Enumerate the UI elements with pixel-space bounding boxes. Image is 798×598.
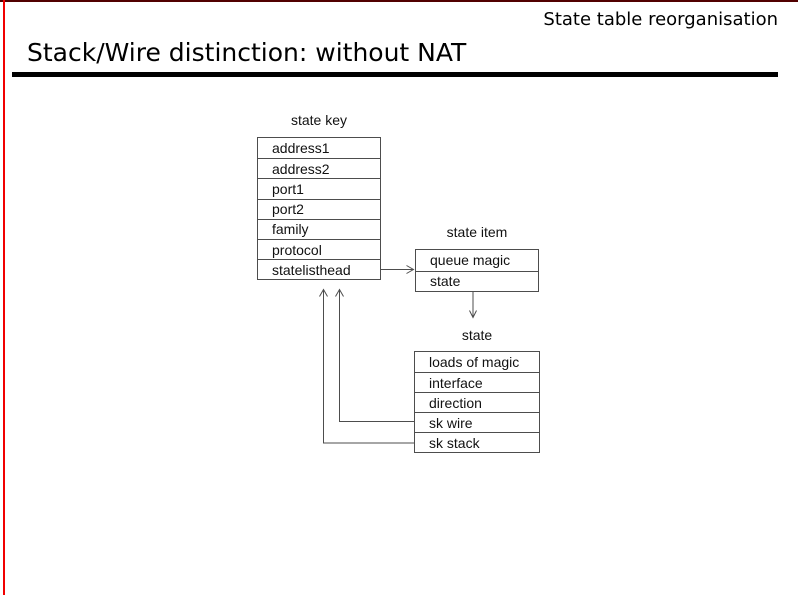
table-row: address2 [258, 158, 380, 178]
arrow-statelisthead-to-state-item [381, 265, 415, 274]
arrow-sk-wire-to-state-key [335, 288, 414, 422]
table-row: port1 [258, 178, 380, 198]
table-row: sk wire [415, 412, 539, 432]
arrow-state-item-to-state [469, 291, 477, 319]
arrow-sk-stack-to-state-key [319, 288, 414, 444]
table-row: state [416, 270, 538, 292]
table-row: sk stack [415, 432, 539, 452]
slide-left-accent-bar [3, 0, 5, 595]
slide-title: Stack/Wire distinction: without NAT [27, 38, 467, 67]
table-row: protocol [258, 238, 380, 259]
state-item-table-label: state item [446, 224, 508, 240]
table-row: loads of magic [429, 354, 520, 370]
state-key-table-label: state key [290, 112, 348, 128]
table-row: interface [415, 372, 539, 392]
table-row: family [258, 218, 380, 239]
table-row: address1 [272, 140, 330, 157]
table-row: port2 [258, 198, 380, 219]
presentation-title: State table reorganisation [543, 9, 778, 30]
title-rule [12, 72, 778, 77]
table-row: statelisthead [258, 259, 380, 279]
table-row: queue magic [430, 252, 511, 269]
table-row: direction [415, 392, 539, 412]
slide-top-border [0, 0, 798, 2]
state-table-label: state [461, 327, 493, 343]
